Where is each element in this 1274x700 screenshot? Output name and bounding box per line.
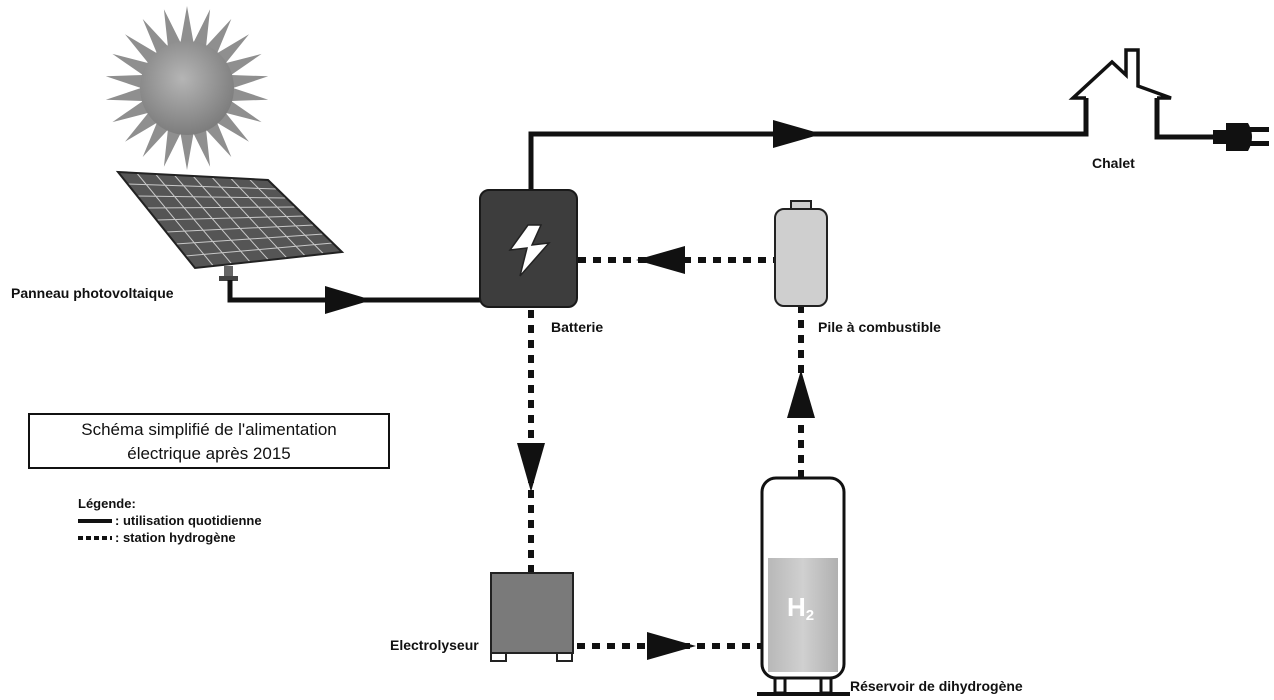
panel-label: Panneau photovoltaique bbox=[11, 285, 174, 301]
title-line-2: électrique après 2015 bbox=[127, 444, 291, 463]
electrolyser-box bbox=[490, 572, 574, 662]
dotted-line-swatch bbox=[78, 535, 112, 540]
legend-row-dotted: : station hydrogène bbox=[78, 529, 262, 546]
arrow-up-reservoir bbox=[787, 370, 815, 418]
arrow-right-electrolyser bbox=[647, 632, 696, 660]
solid-line-swatch bbox=[78, 518, 112, 523]
arrow-down-battery bbox=[517, 443, 545, 492]
sun-icon bbox=[105, 6, 269, 170]
legend-dotted-label: : station hydrogène bbox=[115, 530, 236, 545]
arrow-right-chalet bbox=[773, 120, 822, 148]
arrow-right-panel bbox=[325, 286, 372, 314]
electrolyser-label: Electrolyseur bbox=[390, 637, 479, 653]
legend-row-solid: : utilisation quotidienne bbox=[78, 512, 262, 529]
legend-title: Légende: bbox=[78, 495, 136, 511]
solid-connections bbox=[227, 98, 1215, 303]
reservoir-label: Réservoir de dihydrogène bbox=[850, 678, 1023, 694]
plug-icon bbox=[1213, 123, 1269, 151]
legend: Légende: : utilisation quotidienne : sta… bbox=[78, 494, 262, 546]
arrow-left-fuelcell bbox=[636, 246, 685, 274]
house-icon bbox=[1068, 48, 1172, 132]
h2-reservoir: H2 bbox=[757, 476, 850, 696]
chalet-label: Chalet bbox=[1092, 155, 1135, 171]
fuel-cell-box bbox=[774, 200, 828, 307]
lightning-icon bbox=[508, 224, 551, 277]
battery-box bbox=[479, 189, 578, 308]
solar-panel-icon bbox=[115, 170, 345, 281]
legend-solid-label: : utilisation quotidienne bbox=[115, 513, 262, 528]
title-line-1: Schéma simplifié de l'alimentation bbox=[81, 420, 337, 439]
fuel-cell-label: Pile à combustible bbox=[818, 319, 941, 335]
battery-label: Batterie bbox=[551, 319, 604, 335]
diagram-title-box: Schéma simplifié de l'alimentation élect… bbox=[28, 413, 390, 469]
